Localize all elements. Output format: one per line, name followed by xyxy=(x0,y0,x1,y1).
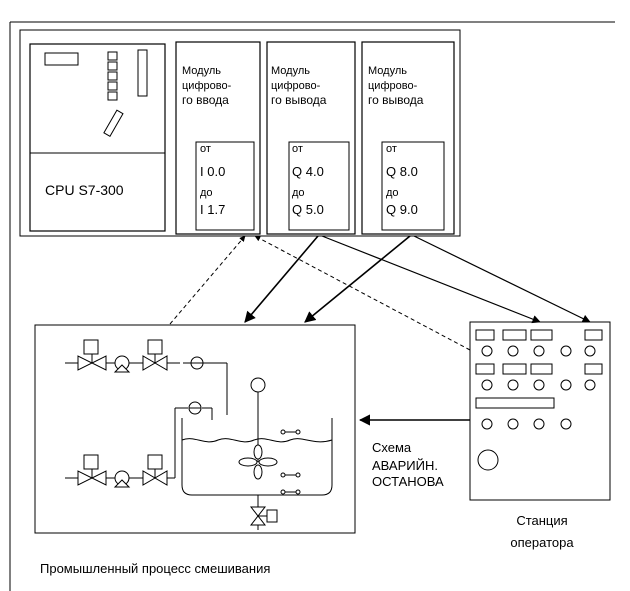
cpu-module: CPU S7-300 xyxy=(29,43,166,232)
upper-feed-line xyxy=(65,339,228,415)
output2-to-word: до xyxy=(386,187,399,199)
output1-line1: Модуль xyxy=(271,65,310,77)
input-module: Модуль цифрово- го ввода от I 0.0 до I 1… xyxy=(175,41,261,235)
station-to-input-dashed xyxy=(254,235,471,351)
input-from-address: I 0.0 xyxy=(200,164,225,179)
output2-line3: го вывода xyxy=(368,93,424,107)
mixing-process-box xyxy=(34,324,356,534)
output1-from-word: от xyxy=(292,143,303,155)
input-module-line1: Модуль xyxy=(182,65,221,77)
output1-to-station xyxy=(321,235,541,324)
output1-address-box xyxy=(288,141,350,231)
output1-to-address: Q 5.0 xyxy=(292,202,324,217)
output2-from-address: Q 8.0 xyxy=(386,164,418,179)
lower-feed-line xyxy=(65,454,175,488)
output2-line1: Модуль xyxy=(368,65,407,77)
output1-line3: го вывода xyxy=(271,93,327,107)
input-to-word: до xyxy=(200,187,213,199)
emergency-line2: АВАРИЙН. xyxy=(372,458,438,473)
cpu-label: CPU S7-300 xyxy=(45,182,124,198)
operator-station-panel xyxy=(469,321,611,501)
output1-line2: цифрово- xyxy=(271,80,321,92)
middle-feed-line xyxy=(174,401,213,478)
output1-to-process xyxy=(244,235,319,323)
input-module-line3: го ввода xyxy=(182,93,229,107)
mixing-tank xyxy=(181,377,333,530)
output1-to-word: до xyxy=(292,187,305,199)
output-module-1: Модуль цифрово- го вывода от Q 4.0 до Q … xyxy=(266,41,356,235)
process-caption: Промышленный процесс смешивания xyxy=(40,561,270,576)
signal-connections xyxy=(169,235,591,426)
output2-to-process xyxy=(304,235,411,323)
operator-station-caption-2: оператора xyxy=(510,535,574,550)
output1-from-address: Q 4.0 xyxy=(292,164,324,179)
output2-to-address: Q 9.0 xyxy=(386,202,418,217)
operator-station-caption-1: Станция xyxy=(516,513,567,528)
input-from-word: от xyxy=(200,143,211,155)
output-module-2: Модуль цифрово- го вывода от Q 8.0 до Q … xyxy=(361,41,455,235)
emergency-line1: Схема xyxy=(372,440,412,455)
output2-to-station xyxy=(413,235,591,323)
output2-from-word: от xyxy=(386,143,397,155)
emergency-line3: ОСТАНОВА xyxy=(372,474,444,489)
input-address-box xyxy=(195,141,255,231)
process-to-input-dashed xyxy=(169,235,246,325)
output2-line2: цифрово- xyxy=(368,80,418,92)
input-to-address: I 1.7 xyxy=(200,202,225,217)
input-module-line2: цифрово- xyxy=(182,80,232,92)
output2-address-box xyxy=(381,141,445,231)
